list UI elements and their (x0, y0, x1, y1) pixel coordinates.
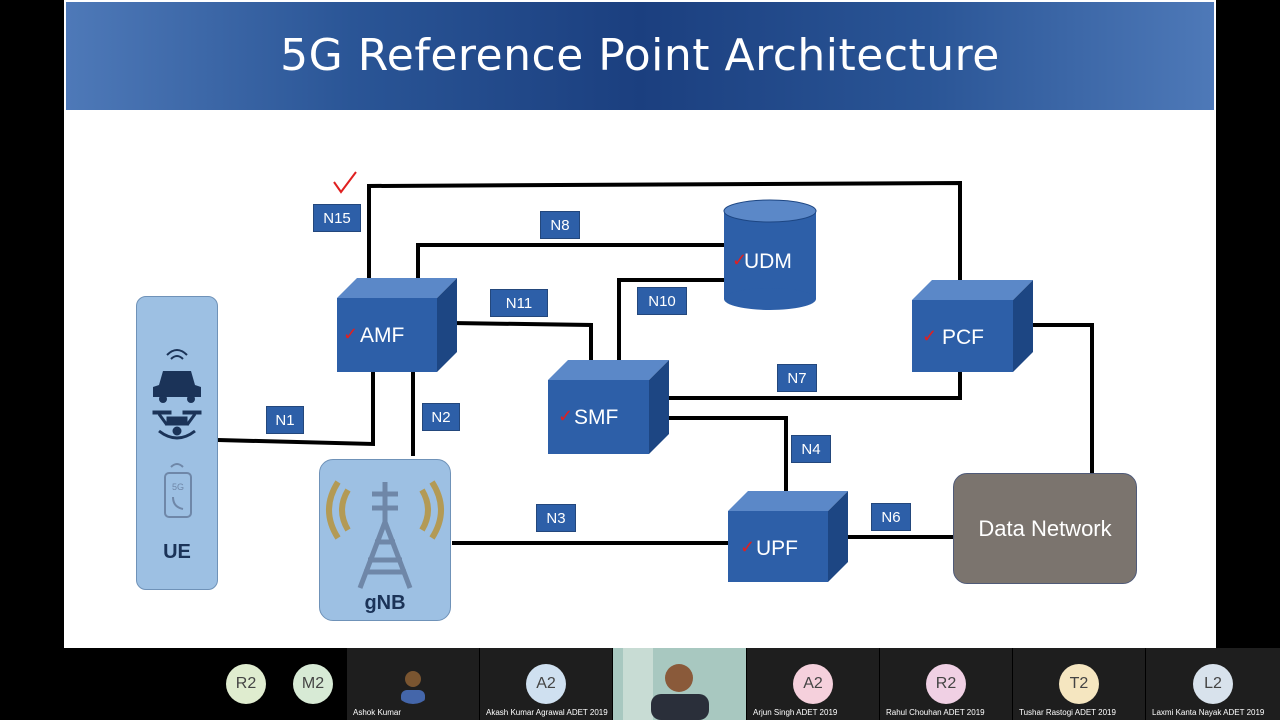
n11-line (451, 321, 593, 372)
pcf-check-mark: ✓ (922, 326, 938, 346)
participant-avatar: A2 (793, 664, 833, 704)
udm-label: UDM (744, 250, 792, 273)
participant-tile[interactable]: M2 (280, 648, 346, 720)
participant-name: Ashok Kumar (353, 708, 402, 717)
interface-label-n2: N2 (422, 403, 460, 431)
participant-avatar: A2 (526, 664, 566, 704)
phone-5g-icon: 5G (164, 463, 192, 518)
smf-check-mark: ✓ (558, 406, 574, 426)
annotation-check-mark (333, 171, 357, 194)
ue-node: 5G UE (136, 296, 218, 590)
participant-name: Arjun Singh ADET 2019 (753, 708, 838, 717)
pcf-dn-line (1029, 323, 1094, 473)
data-network-label: Data Network (978, 515, 1112, 541)
n8-line (416, 243, 726, 290)
participant-avatar: T2 (1059, 664, 1099, 704)
participant-name: Akash Kumar Agrawal ADET 2019 (486, 708, 608, 717)
participant-tile[interactable]: R2 Rahul Chouhan ADET 2019 (880, 648, 1012, 720)
smf-node (548, 360, 669, 454)
upf-label: UPF (756, 537, 798, 560)
participant-strip: R2 M2 Ashok Kumar A2 Akash Kumar Agrawal… (0, 648, 1280, 720)
gnb-label: gNB (364, 592, 406, 614)
ue-device-icons: 5G (152, 349, 202, 518)
participant-tile[interactable]: T2 Tushar Rastogi ADET 2019 (1013, 648, 1145, 720)
interface-label-n1: N1 (266, 406, 304, 434)
title-banner: 5G Reference Point Architecture (66, 2, 1214, 110)
udm-check-mark: ✓ (732, 250, 748, 270)
interface-label-n7: N7 (777, 364, 817, 392)
n15-line (367, 180, 962, 290)
participant-name: Rahul Chouhan ADET 2019 (886, 708, 985, 717)
participant-tile[interactable]: A2 Akash Kumar Agrawal ADET 2019 (480, 648, 612, 720)
n4-line (669, 416, 788, 492)
upf-node (728, 491, 848, 582)
participant-avatar: R2 (926, 664, 966, 704)
amf-label: AMF (360, 324, 405, 347)
participant-name: Laxmi Kanta Nayak ADET 2019 (1152, 708, 1265, 717)
cell-tower-icon (326, 480, 444, 589)
participant-tile[interactable]: L2 Laxmi Kanta Nayak ADET 2019 (1146, 648, 1280, 720)
participant-photo (393, 664, 433, 704)
speaker-video (613, 648, 746, 720)
architecture-diagram (217, 171, 1094, 582)
person-icon (401, 671, 425, 704)
amf-check-mark: ✓ (343, 324, 359, 344)
interface-label-n10: N10 (637, 287, 687, 315)
connection-lines (217, 180, 1094, 545)
participant-name: Tushar Rastogi ADET 2019 (1019, 708, 1116, 717)
interface-label-n11: N11 (490, 289, 548, 317)
udm-node (723, 199, 817, 310)
upf-check-mark: ✓ (740, 537, 756, 557)
interface-label-n8: N8 (540, 211, 580, 239)
interface-label-n4: N4 (791, 435, 831, 463)
participant-tile[interactable]: Ashok Kumar (347, 648, 479, 720)
data-network-node: Data Network (953, 473, 1137, 584)
participant-avatar: R2 (226, 664, 266, 704)
n10-line (617, 278, 726, 372)
smf-label: SMF (574, 406, 619, 429)
drone-icon (152, 410, 202, 440)
slide-title: 5G Reference Point Architecture (280, 30, 1000, 81)
5g-badge-text: 5G (172, 482, 184, 492)
participant-avatar: M2 (293, 664, 333, 704)
car-icon (153, 349, 201, 403)
pcf-label: PCF (942, 326, 984, 349)
participant-avatar: L2 (1193, 664, 1233, 704)
amf-node (337, 278, 457, 372)
interface-label-n3: N3 (536, 504, 576, 532)
participant-video-tile[interactable] (613, 648, 746, 720)
ue-label: UE (163, 541, 191, 563)
participant-tile[interactable]: R2 (213, 648, 279, 720)
interface-label-n6: N6 (871, 503, 911, 531)
pcf-node (912, 280, 1033, 372)
n1-line (217, 370, 375, 447)
interface-label-n15: N15 (313, 204, 361, 232)
gnb-node: gNB (319, 459, 451, 621)
participant-tile[interactable]: A2 Arjun Singh ADET 2019 (747, 648, 879, 720)
n7-line (669, 370, 962, 400)
presentation-slide: 5G Reference Point Architecture (64, 0, 1216, 648)
